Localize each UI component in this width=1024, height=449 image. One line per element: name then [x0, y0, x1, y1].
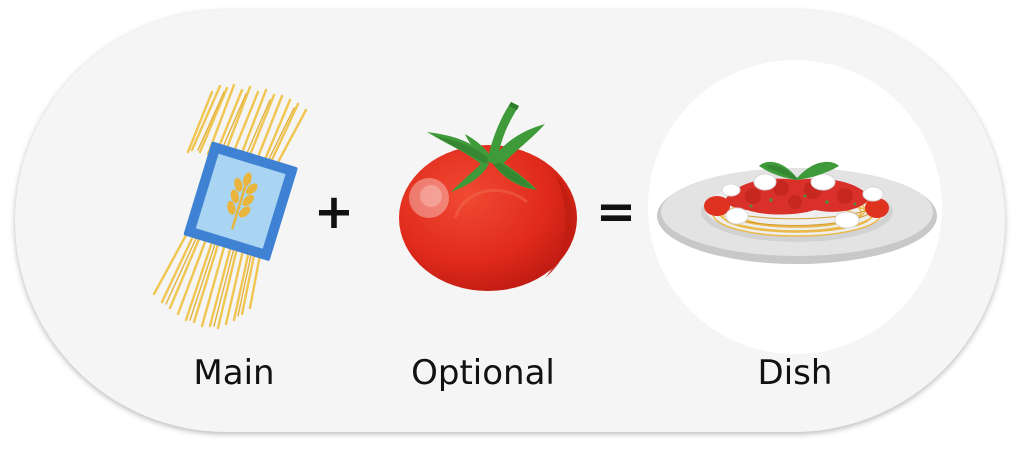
label-optional: Optional — [411, 353, 555, 393]
label-dish: Dish — [757, 353, 833, 393]
label-main: Main — [193, 353, 275, 393]
equals-sign: = — [595, 184, 637, 240]
tomato-icon — [395, 90, 585, 295]
spaghetti-bundle-icon — [150, 82, 320, 332]
spaghetti-plate-icon — [655, 150, 940, 268]
plus-sign: + — [313, 184, 355, 240]
